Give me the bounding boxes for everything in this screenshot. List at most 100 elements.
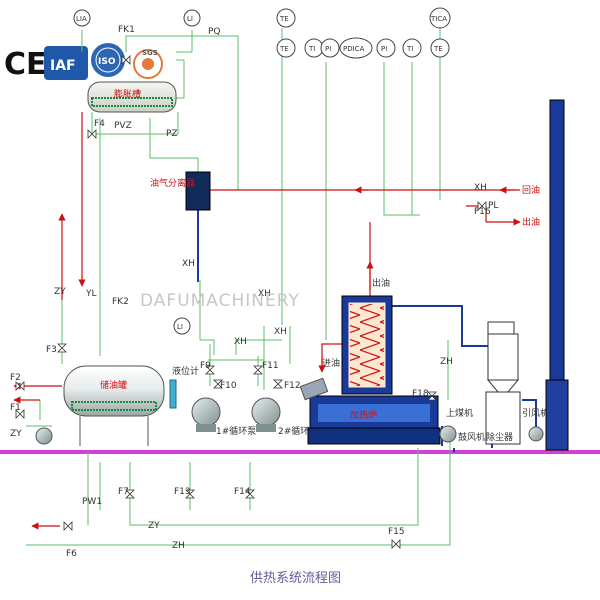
valve-labels: F4 F3 F2 F1 F6 F7 F13 F14 F9 F10 F11 F12… <box>10 25 491 559</box>
valve-label-f14: F14 <box>234 487 251 497</box>
iaf-label: IAF <box>50 58 76 74</box>
instrument-li-2-label: LI <box>177 323 183 331</box>
valve-label-f10: F10 <box>220 381 237 391</box>
pipe-labels: PQ PVZ PZ YL ZY ZY ZY XH XH XH XH XH ZH … <box>10 27 498 551</box>
heater-label: 加热炉 <box>350 409 377 421</box>
valve-f3 <box>57 343 67 353</box>
induced-fan-label: 引风机 <box>522 407 549 419</box>
feeder-label: 上煤机 <box>446 407 473 419</box>
instrument-pdica-label: PDICA <box>343 45 365 53</box>
instrument-lia-label: LIA <box>76 15 87 23</box>
induced-fan: 引风机 <box>522 407 549 442</box>
pipe-label-zy-2: ZY <box>10 429 22 439</box>
instrument-te-top <box>276 8 296 28</box>
return-oil-label: 回油 <box>522 184 540 196</box>
iso-logo: ISO <box>91 43 125 77</box>
instrument-lia <box>73 9 91 27</box>
level-gauge-label: 液位计 <box>172 365 199 377</box>
diagram-title: 供热系统流程图 <box>250 571 341 586</box>
valve-f7 <box>125 489 135 499</box>
outlet-label: 出油 <box>372 277 390 289</box>
valve-f12 <box>273 379 283 389</box>
instrument-te-2-label: TE <box>433 45 443 53</box>
pump-1: 1#循环泵 <box>191 397 256 437</box>
valve-f14 <box>245 489 255 499</box>
valve-label-f4: F4 <box>94 119 105 129</box>
instrument-ti-2-label: TI <box>406 45 413 53</box>
instrument-pi-1-label: PI <box>325 45 331 53</box>
expansion-tank: 膨胀槽 <box>87 81 177 113</box>
level-gauge: 液位计 <box>169 365 199 409</box>
storage-tank: 储油罐 <box>63 365 165 446</box>
valve-label-fk1: FK1 <box>118 25 135 35</box>
valve-label-f2: F2 <box>10 373 21 383</box>
valve-label-f7: F7 <box>118 487 129 497</box>
instrument-li-2 <box>173 317 191 335</box>
valve-f1 <box>15 409 25 419</box>
valve-label-f11: F11 <box>262 361 279 371</box>
dust-collector: 除尘器 <box>485 321 521 445</box>
valve-label-fk2: FK2 <box>112 297 129 307</box>
ce-label: CE <box>4 47 47 82</box>
instrument-pi-1 <box>320 38 340 58</box>
red-pipes <box>13 112 521 530</box>
dust-collector-label: 除尘器 <box>486 431 513 443</box>
pipe-label-pq: PQ <box>208 27 221 37</box>
ce-mark: CE <box>4 47 47 82</box>
chimney <box>545 99 569 451</box>
small-pump <box>35 427 53 445</box>
separator-label: 油气分离器 <box>150 177 195 189</box>
valve-f2 <box>15 381 25 391</box>
instrument-te-1 <box>276 38 296 58</box>
valve-f18 <box>427 391 437 401</box>
pipe-label-zh-2: ZH <box>172 541 185 551</box>
instrument-ti-2 <box>402 38 422 58</box>
heater: 加热炉 出油 进油 <box>307 277 441 445</box>
instrument-pi-2 <box>376 38 396 58</box>
blower: 鼓风机 <box>439 425 485 443</box>
oil-gas-separator: 油气分离器 <box>150 171 211 211</box>
instrument-tica <box>429 7 451 29</box>
instrument-te-top-label: TE <box>279 15 289 23</box>
expansion-tank-label: 膨胀槽 <box>114 88 141 100</box>
valves <box>15 55 487 549</box>
instrument-li-1 <box>183 9 201 27</box>
valve-label-f13: F13 <box>174 487 191 497</box>
valve-label-f6: F6 <box>66 549 77 559</box>
valve-f10 <box>213 379 223 389</box>
sgs-logo: SGS <box>133 49 163 79</box>
blower-label: 鼓风机 <box>458 431 485 443</box>
valve-label-f18: F18 <box>412 389 429 399</box>
valve-f16 <box>477 201 487 211</box>
flue-ducts <box>197 210 537 452</box>
instrument-li-1-label: LI <box>187 15 193 23</box>
valve-label-f15: F15 <box>388 527 405 537</box>
pipe-label-pw1: PW1 <box>82 497 102 507</box>
valve-f4 <box>87 129 97 139</box>
valve-label-f1: F1 <box>10 403 21 413</box>
instrument-pdica <box>339 37 373 59</box>
valve-label-f16: F16 <box>474 207 491 217</box>
storage-tank-label: 储油罐 <box>100 379 127 391</box>
valve-label-f9: F9 <box>200 361 211 371</box>
pipe-label-xh-3: XH <box>274 327 287 337</box>
iaf-logo: IAF <box>44 46 88 80</box>
valve-f11 <box>253 365 263 375</box>
inlet-label: 进油 <box>322 357 340 369</box>
pipe-label-xh-5: XH <box>474 183 487 193</box>
instrument-pi-2-label: PI <box>381 45 387 53</box>
instrument-te-2 <box>430 38 450 58</box>
valve-f6 <box>63 521 73 531</box>
line-labels: 回油 出油 <box>522 184 540 228</box>
top-instruments: TE TE TI PI PDICA PI TI TE TICA TE LIA L… <box>73 7 451 335</box>
valve-label-f12: F12 <box>284 381 301 391</box>
pipe-label-zh-1: ZH <box>440 357 453 367</box>
green-pipes <box>26 28 451 546</box>
pipe-label-xh-1: XH <box>182 259 195 269</box>
pipe-label-zy-1: ZY <box>54 287 66 297</box>
pipe-label-pl: PL <box>488 201 498 211</box>
sgs-label: SGS <box>142 49 158 57</box>
instrument-te-1-label: TE <box>279 45 289 53</box>
pipe-label-xh-4: XH <box>234 337 247 347</box>
